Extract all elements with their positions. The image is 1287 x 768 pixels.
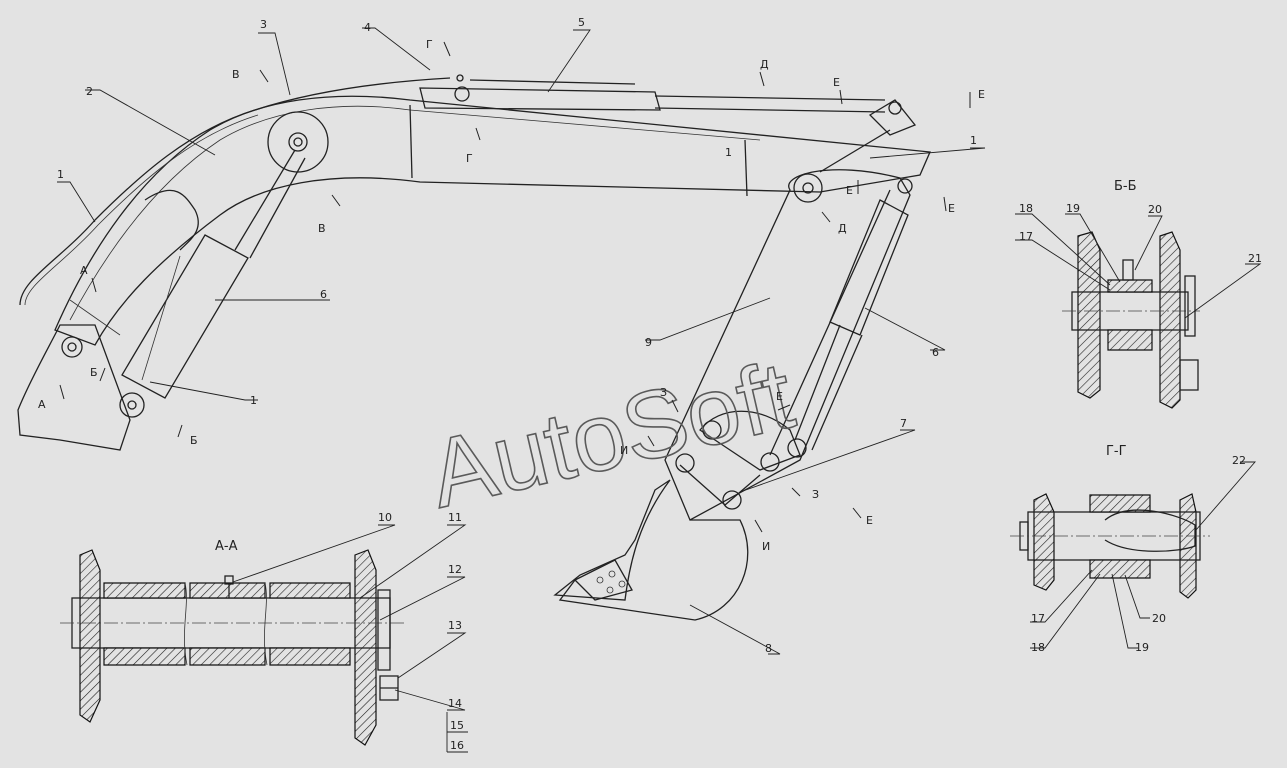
bucket-outline (553, 479, 671, 601)
label-bb-21: 21 (1248, 252, 1262, 265)
label-6b: 6 (932, 346, 939, 359)
cut-e3: Е (978, 88, 985, 101)
label-7: 7 (900, 417, 907, 430)
label-1c: 1 (970, 134, 977, 147)
cut-e5: Е (776, 390, 783, 403)
label-gg-17: 17 (1031, 612, 1045, 625)
label-16: 16 (450, 739, 464, 752)
label-6a: 6 (320, 288, 327, 301)
label-bb-17: 17 (1019, 230, 1033, 243)
part-labels: 1 1 1 1 2 3 4 5 6 6 7 8 9 (57, 16, 977, 655)
cut-g1: Г (426, 38, 433, 51)
cut-z1: З (660, 386, 667, 399)
label-4: 4 (364, 21, 371, 34)
label-bb-19: 19 (1066, 202, 1080, 215)
cut-d1: Д (760, 58, 769, 71)
label-2: 2 (86, 85, 93, 98)
cut-v1: В (232, 68, 240, 81)
excavator-arm-assembly (17, 74, 931, 621)
label-gg-18: 18 (1031, 641, 1045, 654)
stick-outline (664, 169, 911, 521)
label-12: 12 (448, 563, 462, 576)
watermark: AutoSoft (420, 341, 803, 528)
label-9: 9 (645, 336, 652, 349)
label-14: 14 (448, 697, 462, 710)
cut-g2: Г (466, 152, 473, 165)
cut-e4: Е (948, 202, 955, 215)
section-a-a-title: А-А (215, 539, 238, 554)
cut-v2: В (318, 222, 326, 235)
cut-z2: З (812, 488, 819, 501)
cut-mark-letters: А А Б Б В В Г Г Д Д Е Е Е Е Е Е З З И И (38, 38, 985, 553)
cut-e6: Е (866, 514, 873, 527)
cut-e1: Е (833, 76, 840, 89)
label-gg-20: 20 (1152, 612, 1166, 625)
section-a-a: А-А 10 (60, 511, 468, 753)
label-13: 13 (448, 619, 462, 632)
label-5: 5 (578, 16, 585, 29)
label-gg-22: 22 (1232, 454, 1246, 467)
section-g-g: Г-Г 22 17 18 19 20 (1010, 444, 1256, 654)
cut-a2: А (38, 398, 46, 411)
label-bb-18: 18 (1019, 202, 1033, 215)
leader-lines (57, 27, 986, 655)
label-11: 11 (448, 511, 462, 524)
cut-e2: Е (846, 184, 853, 197)
section-g-g-title: Г-Г (1106, 444, 1127, 459)
label-1a: 1 (57, 168, 64, 181)
section-b-b-title: Б-Б (1114, 179, 1137, 194)
boom-outline (54, 95, 931, 346)
label-1b: 1 (250, 394, 257, 407)
label-3: 3 (260, 18, 267, 31)
label-10: 10 (378, 511, 392, 524)
section-cut-marks (59, 41, 971, 533)
label-15: 15 (450, 719, 464, 732)
cut-a1: А (80, 264, 88, 277)
label-gg-19: 19 (1135, 641, 1149, 654)
section-b-b: Б-Б 17 18 19 20 21 (1015, 179, 1262, 409)
label-1d: 1 (725, 146, 732, 159)
cut-b2: Б (190, 434, 198, 447)
cut-i2: И (762, 540, 770, 553)
label-bb-20: 20 (1148, 203, 1162, 216)
cut-i1: И (620, 444, 628, 457)
cut-b1: Б (90, 366, 98, 379)
label-8: 8 (765, 642, 772, 655)
cut-d2: Д (838, 222, 847, 235)
